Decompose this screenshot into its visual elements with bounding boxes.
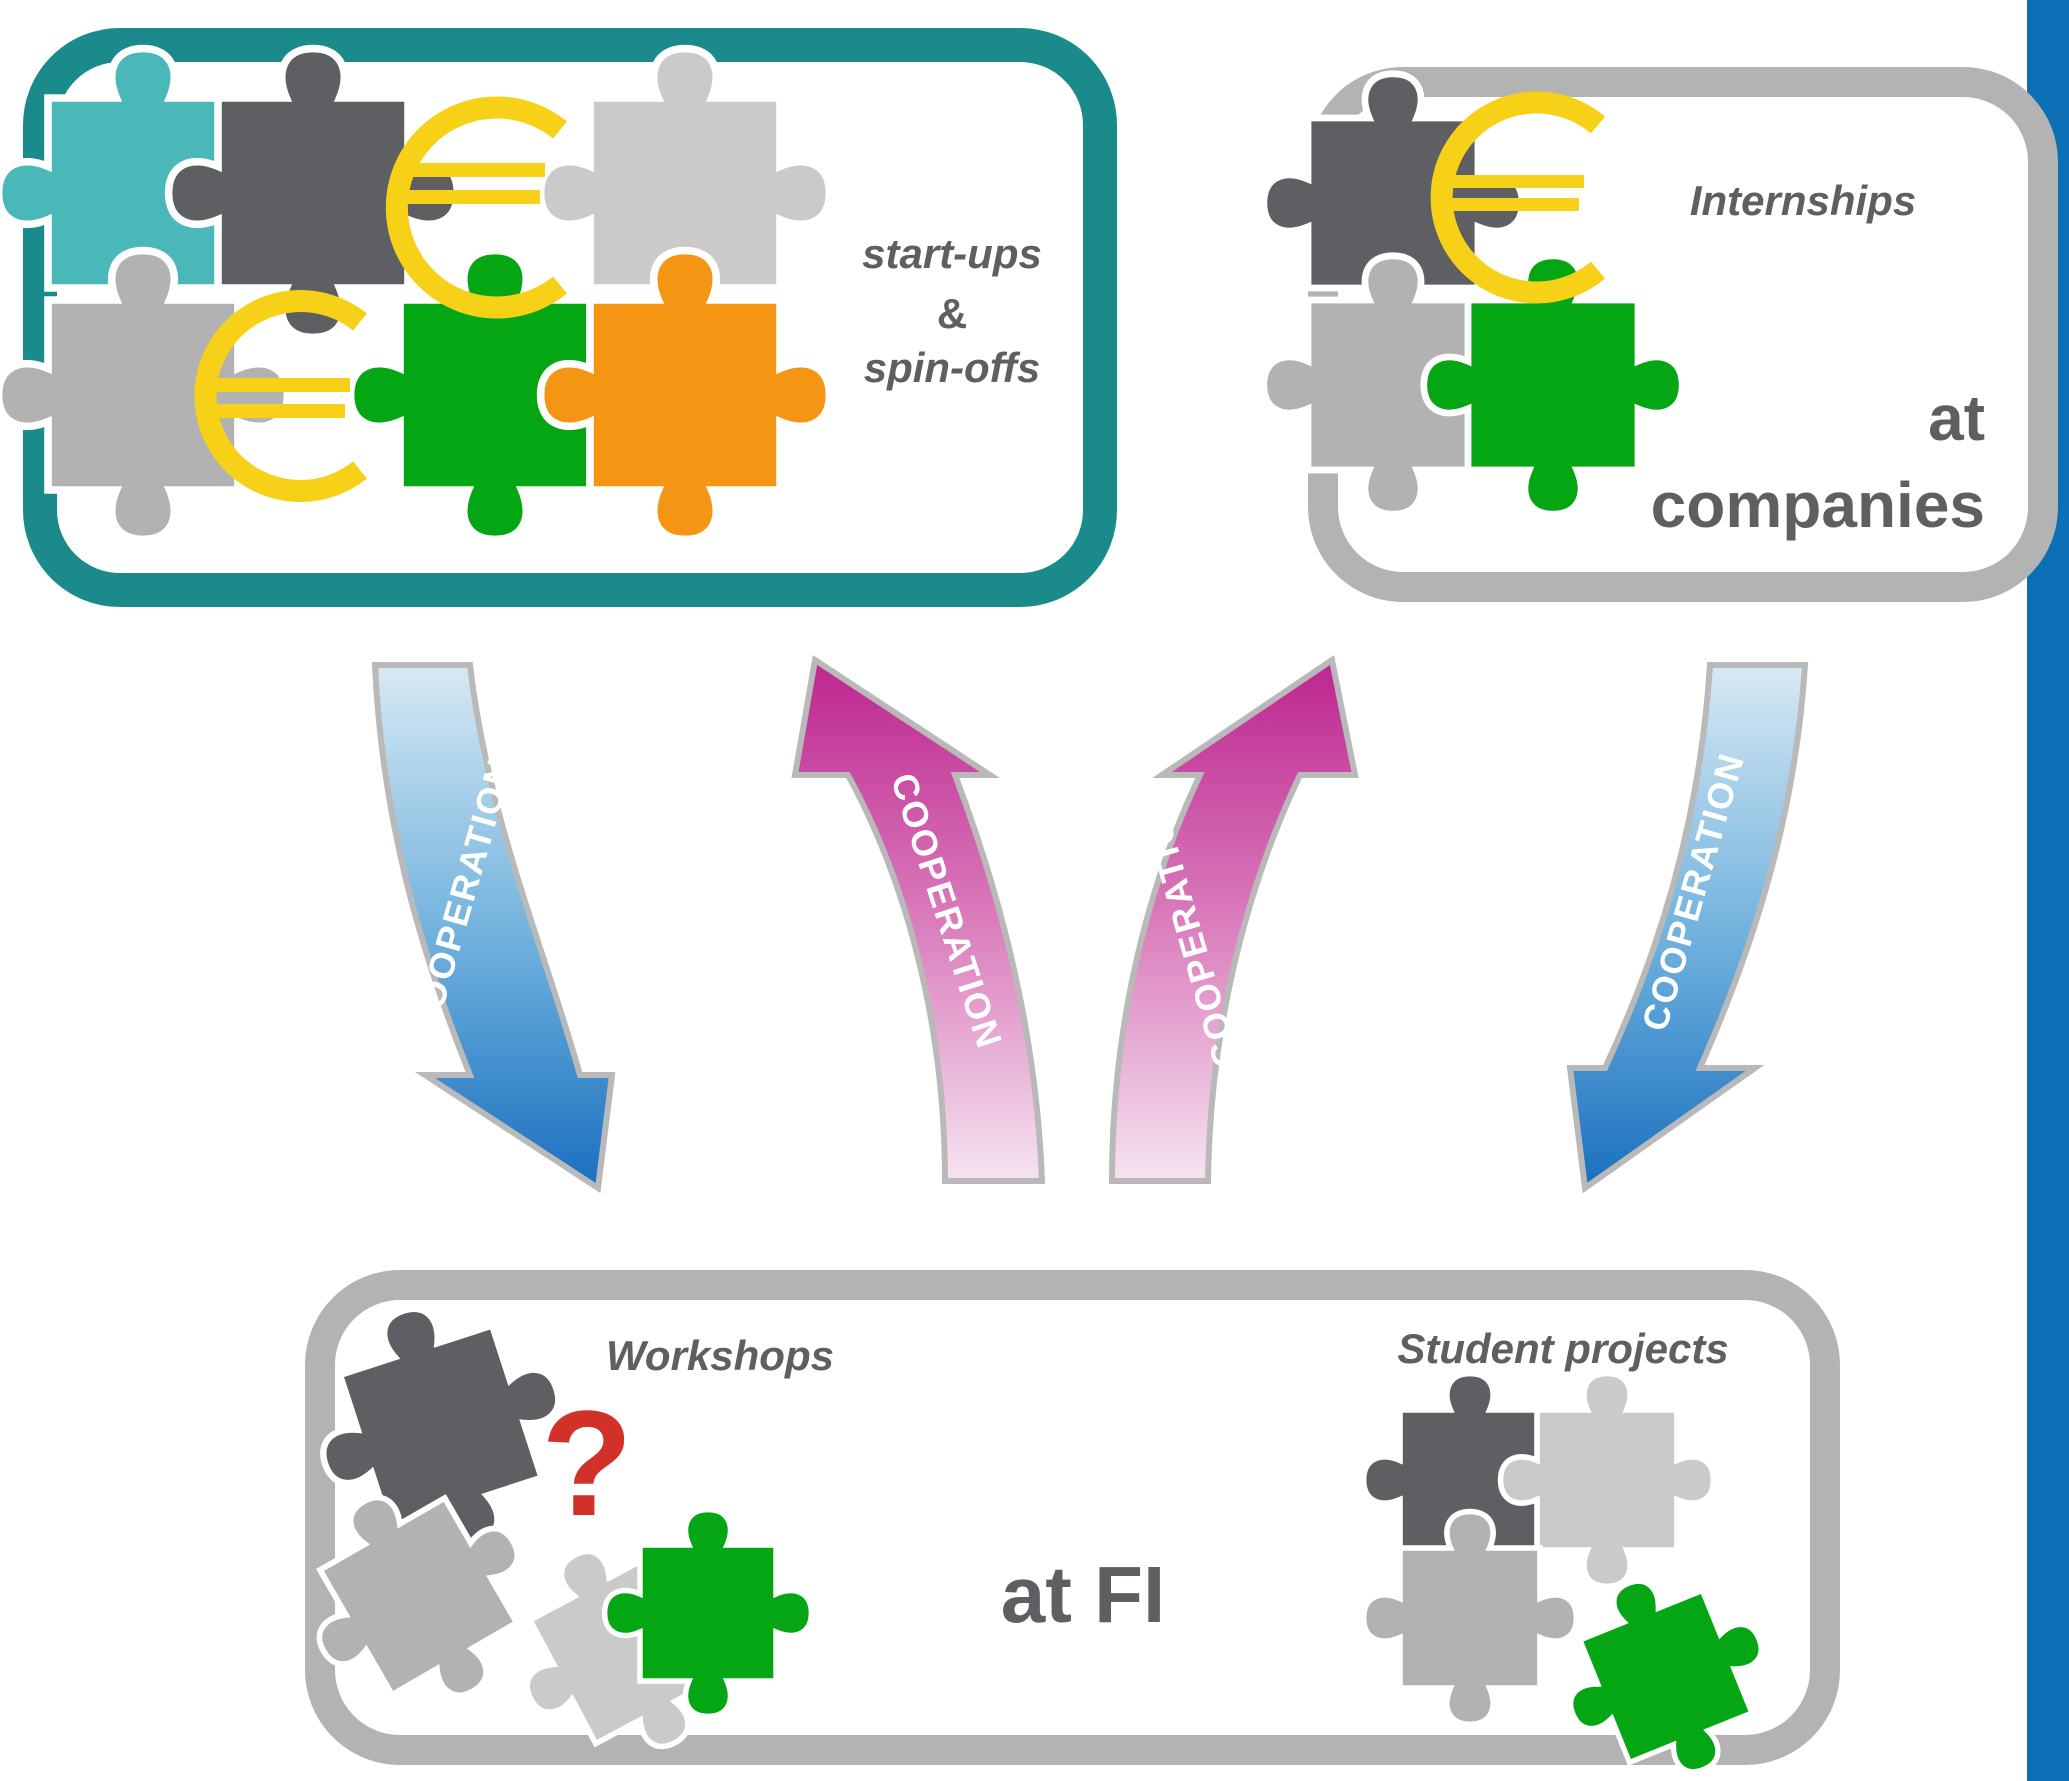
question-mark-icon: ?: [541, 1379, 633, 1547]
startups-puzzle-cluster: [0, 49, 829, 540]
cooperation-arrow-4: COOPERATION: [1566, 662, 1809, 1194]
companies-puzzle-cluster: [1264, 74, 1682, 514]
student-projects-label: Student projects: [1397, 1325, 1728, 1372]
cooperation-arrow-icon: [1566, 662, 1809, 1194]
cooperation-arrow-3: COOPERATION: [1108, 654, 1359, 1184]
euro-icon: [1430, 91, 1606, 304]
companies-title-line2: companies: [1651, 469, 1985, 541]
companies-subtitle: Internships: [1690, 177, 1916, 224]
startups-panel: start-ups & spin-offs: [0, 28, 1117, 607]
euro-icon: [385, 96, 567, 319]
companies-panel: Internships at companies: [1264, 67, 2058, 602]
workshops-label: Workshops: [606, 1332, 834, 1379]
cooperation-arrow-icon: [791, 654, 1046, 1184]
startups-label-line1: start-ups: [862, 230, 1042, 277]
startups-label-line3: spin-offs: [864, 344, 1041, 391]
cooperation-arrow-2: COOPERATION: [791, 654, 1046, 1184]
euro-icon: [194, 290, 367, 502]
cooperation-arrow-icon: [1108, 654, 1359, 1184]
fi-panel: ? Workshops Student projects at FI: [269, 1273, 1840, 1781]
startups-label-line2: &: [937, 290, 967, 337]
workshops-puzzle-cluster: ?: [269, 1273, 812, 1781]
cooperation-arrow-icon: [371, 662, 616, 1194]
fi-title: at FI: [1001, 1550, 1165, 1639]
companies-title-line1: at: [1928, 382, 1985, 454]
cooperation-arrow-1: COOPERATION: [371, 662, 616, 1194]
